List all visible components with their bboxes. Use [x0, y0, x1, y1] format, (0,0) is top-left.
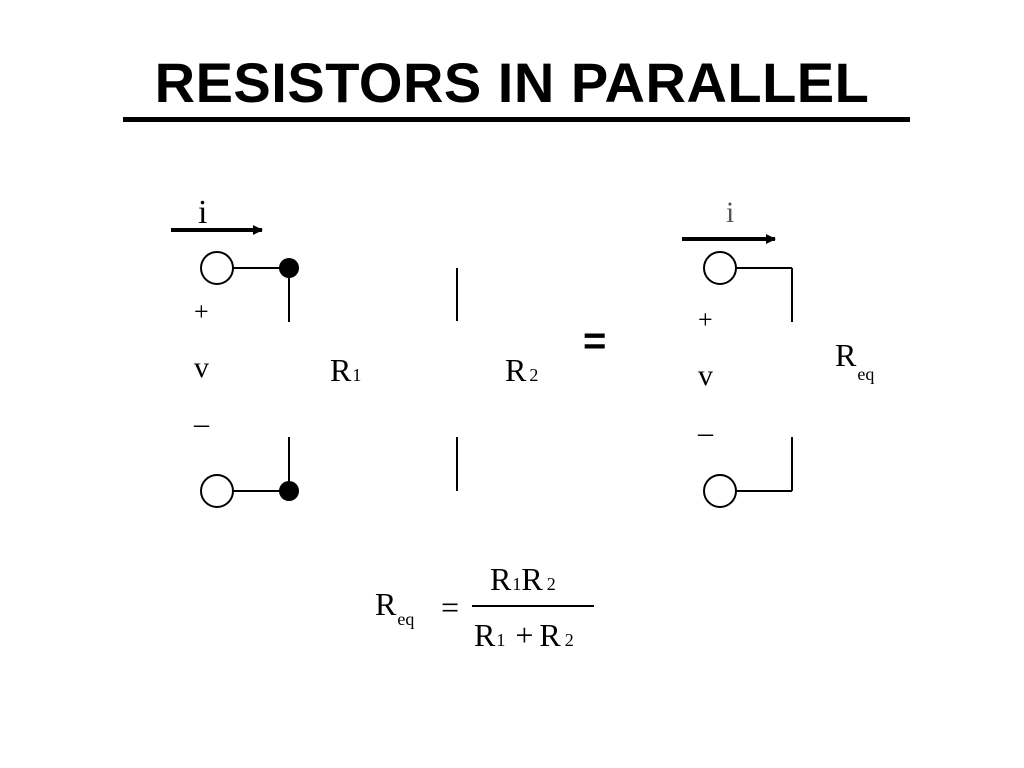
req-sub: eq [857, 364, 874, 384]
left-bottom-node [279, 481, 299, 501]
right-plus-label: + [698, 305, 713, 334]
r1-label: R1 [330, 352, 361, 388]
num-r1-sub: 1 [512, 574, 521, 594]
r2-main: R [505, 352, 527, 388]
req-label: Req [835, 337, 874, 384]
formula-lhs-sub: eq [397, 609, 414, 629]
right-voltage-label: v [698, 359, 713, 392]
right-circuit: i + v – Req [682, 196, 874, 508]
right-current-label: i [726, 196, 734, 229]
den-r2-main: R [539, 617, 561, 653]
equals-sign: = [583, 319, 606, 363]
left-top-terminal [200, 251, 234, 285]
r1-sub: 1 [352, 365, 361, 385]
left-plus-label: + [194, 297, 209, 326]
num-r2-sub: 2 [547, 574, 556, 594]
r1-main: R [330, 352, 352, 388]
slide-title: RESISTORS IN PARALLEL [154, 51, 870, 114]
num-r1-main: R [490, 561, 512, 597]
formula-lhs: Req [375, 586, 414, 629]
right-minus-label: – [697, 416, 714, 449]
formula-lhs-main: R [375, 586, 397, 622]
left-current-label: i [198, 194, 207, 231]
num-r2-main: R [521, 561, 543, 597]
left-voltage-label: v [194, 351, 209, 384]
req-main: R [835, 337, 857, 373]
r2-sub: 2 [529, 365, 538, 385]
left-bottom-terminal [200, 474, 234, 508]
right-top-terminal [703, 251, 737, 285]
den-r2-sub: 2 [565, 630, 574, 650]
den-r1-sub: 1 [496, 630, 505, 650]
formula-equals: = [441, 589, 459, 625]
title-underline [123, 117, 910, 122]
den-plus: + [515, 617, 533, 653]
den-r1-main: R [474, 617, 496, 653]
right-bottom-terminal [703, 474, 737, 508]
left-minus-label: – [193, 407, 210, 440]
